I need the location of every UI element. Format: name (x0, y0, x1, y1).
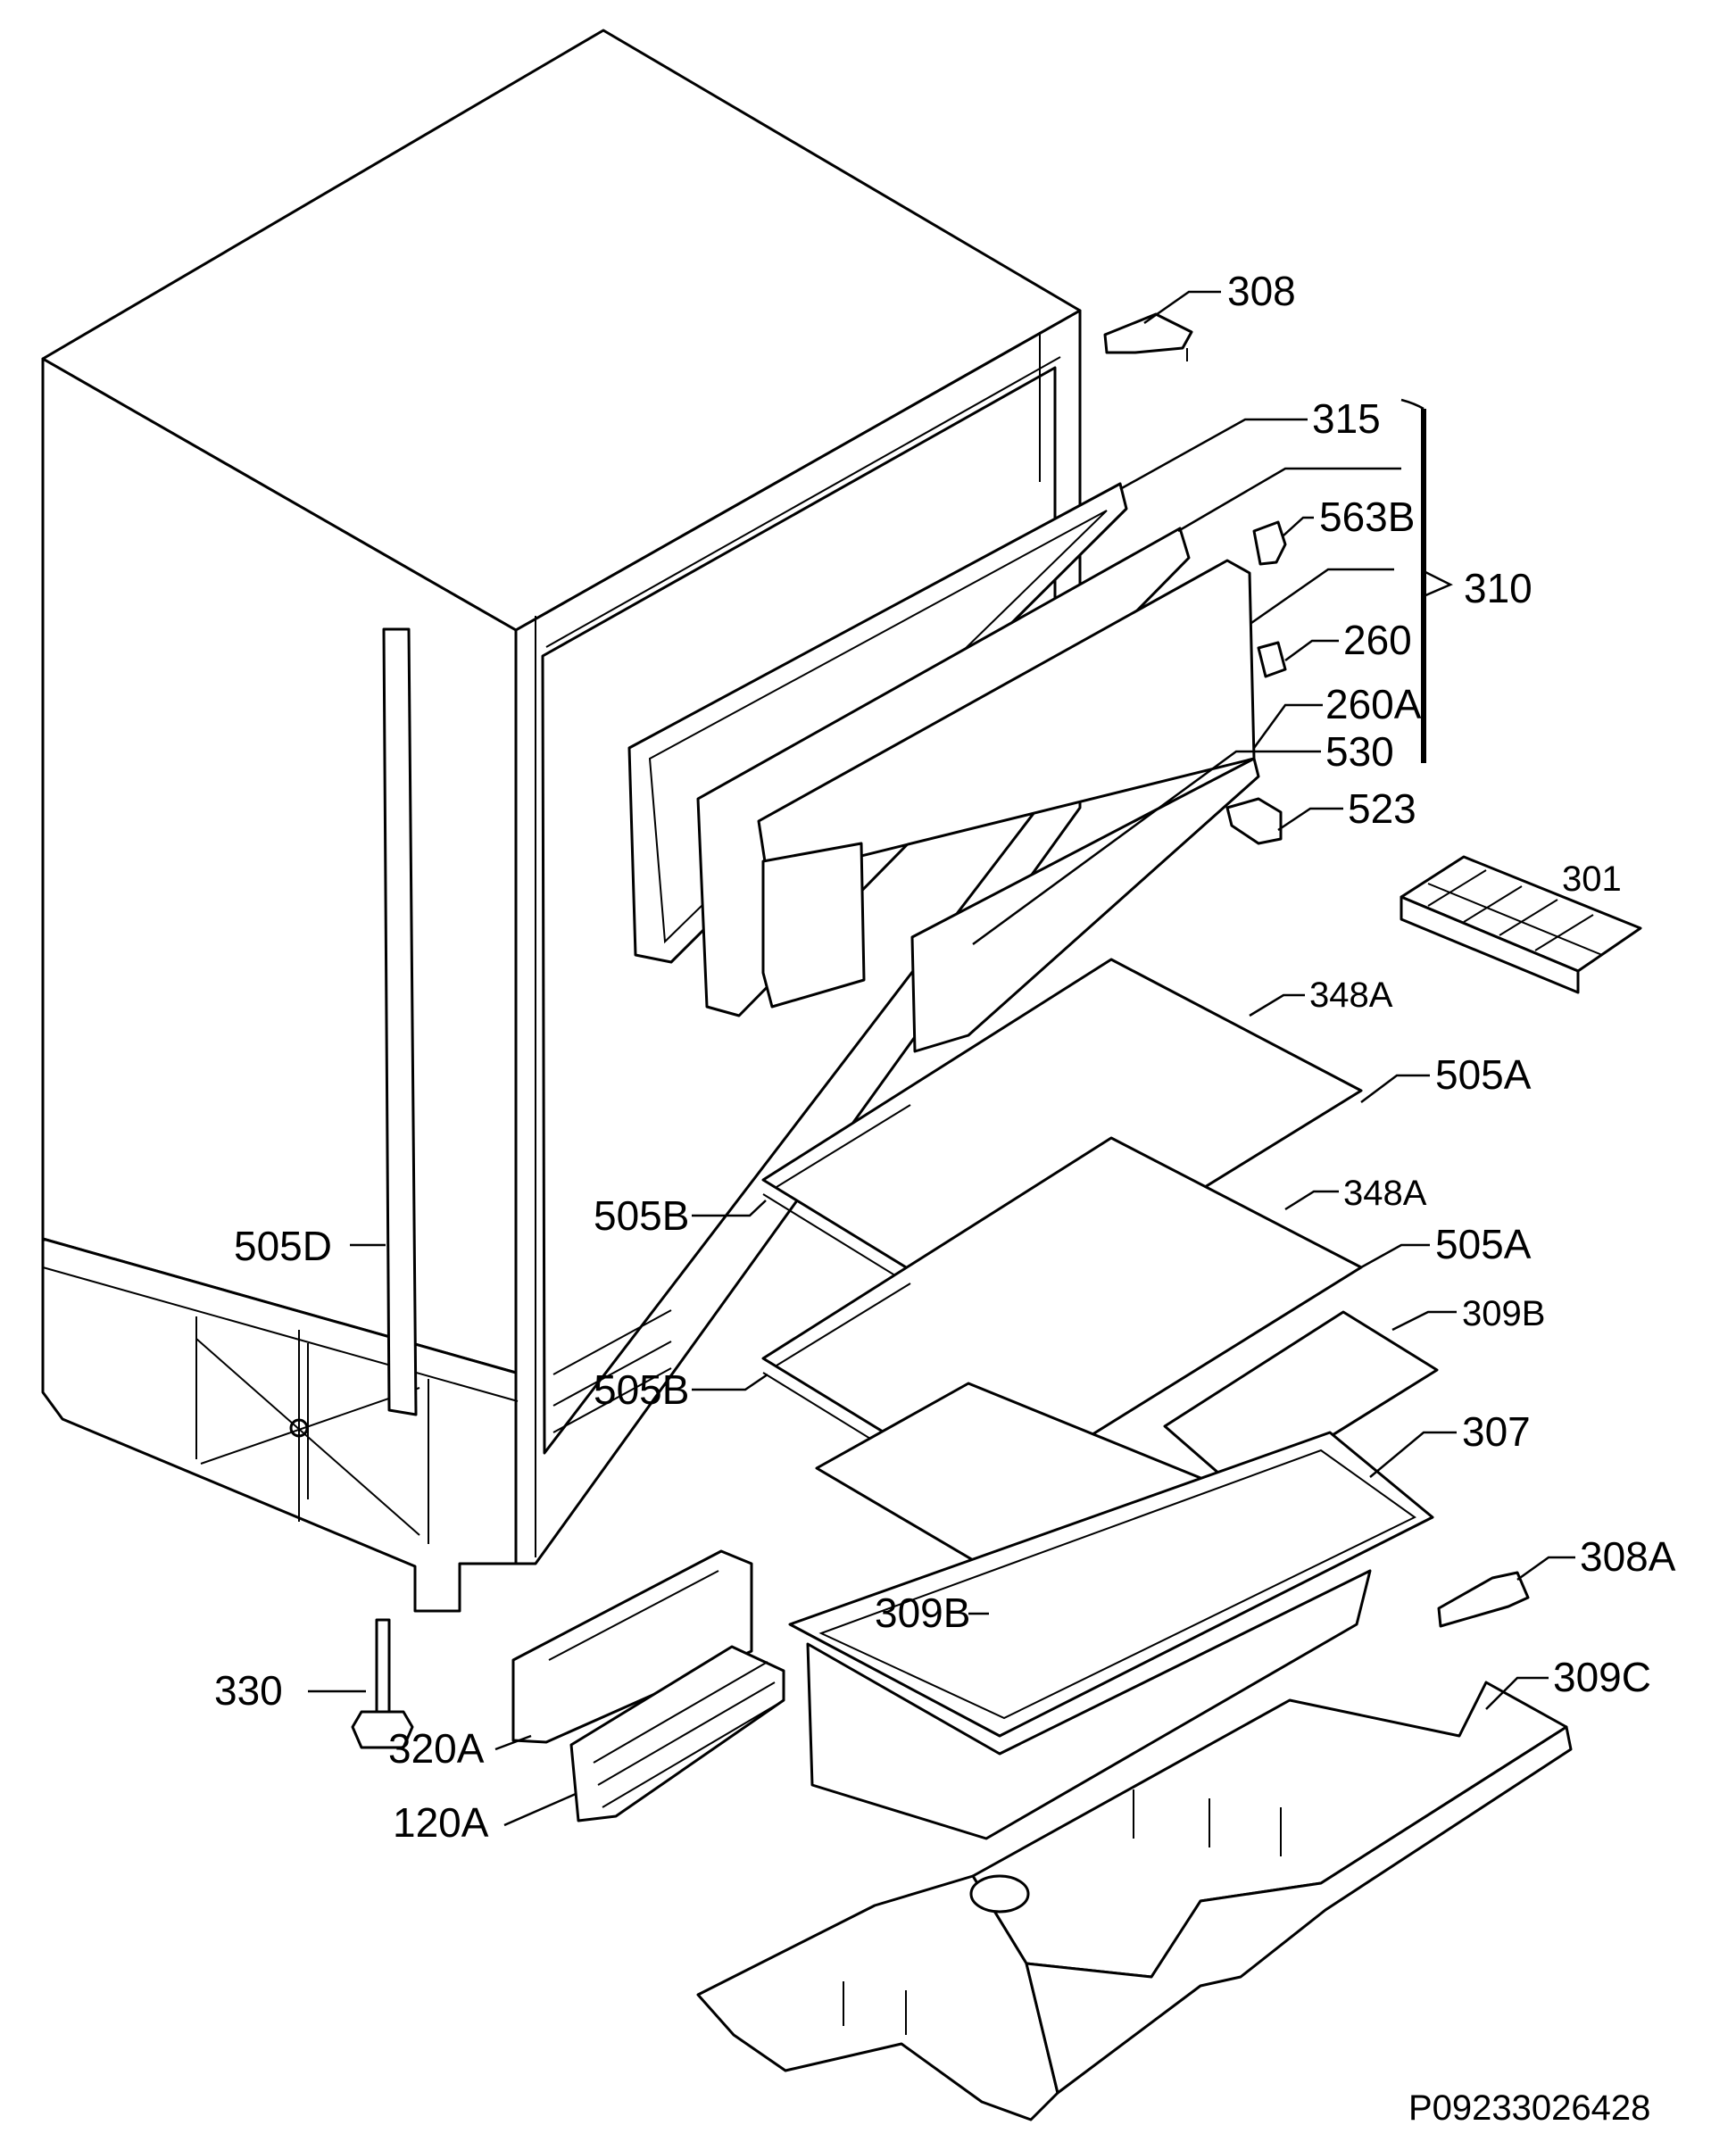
leader-348a-2 (1284, 1190, 1339, 1211)
grille-120a-mesh-1 (593, 1661, 768, 1764)
label-523: 523 (1348, 785, 1416, 832)
drawer-inner (818, 1449, 1416, 1720)
leader-260a (1252, 703, 1323, 749)
label-505b-2: 505B (594, 1366, 689, 1413)
bracket-310-top (1400, 398, 1425, 411)
left-parts (351, 1549, 1530, 1822)
ice-tray-divider-3 (1463, 885, 1523, 923)
clip-563b (1252, 520, 1287, 566)
foot-330-base (351, 1710, 414, 1749)
label-348a-2: 348A (1343, 1174, 1427, 1213)
tray-309c-right (1025, 1725, 1573, 2095)
label-505a-2: 505A (1435, 1221, 1532, 1267)
leader-309c (1485, 1676, 1549, 1710)
drawing-code: P09233026428 (1408, 2088, 1650, 2128)
label-120a: 120A (393, 1799, 489, 1846)
leader-lines (308, 290, 1575, 1827)
ice-tray-divider-4 (1499, 899, 1558, 936)
label-309c: 309C (1553, 1654, 1651, 1700)
label-308a: 308A (1580, 1533, 1676, 1580)
cabinet-inner-top (545, 356, 1061, 648)
label-505a-1: 505A (1435, 1051, 1532, 1098)
leader-530 (972, 750, 1321, 946)
door-assembly (627, 312, 1287, 1053)
bottom-tray-309c (696, 1681, 1573, 2121)
tray-309c-left (696, 1874, 1059, 2121)
label-563b: 563B (1319, 494, 1415, 540)
interior-rail-1 (552, 1309, 672, 1375)
label-505b-1: 505B (594, 1192, 689, 1239)
shelves (761, 958, 1439, 1604)
catch-260 (1257, 641, 1287, 678)
leader-310 (1250, 568, 1394, 625)
ice-tray-front (1400, 895, 1580, 994)
ice-tray-301 (1400, 855, 1642, 994)
leader-307 (1369, 1431, 1457, 1478)
tray-309c-drain (969, 1874, 1030, 1914)
shelf-rail-505b-upper (776, 1104, 911, 1188)
leader-320a (494, 1734, 532, 1751)
leader-260 (1284, 639, 1339, 662)
plinth-spoke-1 (195, 1338, 420, 1536)
interior-rail-3 (552, 1367, 672, 1433)
plinth-spoke-2 (200, 1387, 420, 1465)
leader-505a-1 (1360, 1074, 1430, 1103)
assembly-bracket-310 (1400, 398, 1453, 763)
grille-120a-mesh-3 (602, 1704, 777, 1808)
label-320a: 320A (388, 1725, 485, 1772)
label-348a-1: 348A (1309, 976, 1393, 1015)
leader-505a-2 (1360, 1243, 1430, 1269)
ice-tray-divider-5 (1534, 914, 1594, 951)
label-309b-2: 309B (875, 1590, 970, 1636)
housing-320a-line (548, 1570, 719, 1661)
shelf-rail-505b-lower (776, 1283, 911, 1366)
foot-330-screw (375, 1618, 391, 1715)
cabinet-plinth (41, 1237, 518, 1613)
leader-120a (503, 1792, 577, 1827)
leader-563b (1283, 516, 1314, 536)
door-lower-handle (761, 842, 866, 1009)
ice-tray-divider-2 (1427, 869, 1487, 907)
label-330: 330 (214, 1667, 283, 1714)
grille-120a (569, 1645, 785, 1822)
drawer-body (806, 1569, 1372, 1840)
interior-rail-2 (552, 1341, 672, 1407)
leader-315 (1119, 418, 1308, 491)
crisper-cover-309b-right (1163, 1310, 1439, 1494)
label-260: 260 (1343, 617, 1412, 663)
latch-523 (1225, 797, 1283, 845)
label-308: 308 (1227, 268, 1296, 314)
leader-308 (1143, 290, 1221, 325)
label-505d: 505D (234, 1223, 332, 1269)
housing-320a (511, 1549, 753, 1744)
label-310: 310 (1464, 565, 1532, 611)
hinge-308a (1437, 1571, 1530, 1628)
door-seal-strip-505d (382, 627, 418, 1416)
label-307: 307 (1462, 1408, 1531, 1455)
crisper-drawer-307 (788, 1431, 1434, 1840)
label-530: 530 (1325, 728, 1394, 775)
label-315: 315 (1312, 395, 1381, 442)
part-labels: 308 315 563B 310 260 260A 530 523 301 34… (214, 268, 1676, 2128)
bracket-310-tip (1423, 569, 1453, 598)
drawer-rim (788, 1431, 1434, 1738)
grille-120a-mesh-2 (597, 1681, 776, 1786)
leader-505b-2 (692, 1373, 768, 1391)
leader-315b (1177, 467, 1401, 533)
ice-tray-divider-1 (1427, 883, 1603, 956)
leader-505b-1 (692, 1200, 767, 1217)
leader-309b-1 (1391, 1310, 1457, 1332)
leader-308a (1516, 1556, 1575, 1582)
label-301: 301 (1562, 859, 1622, 899)
label-260a: 260A (1325, 681, 1422, 727)
leader-348a-1 (1249, 993, 1305, 1017)
leader-523 (1277, 807, 1343, 832)
door-lower-rail (910, 757, 1260, 1053)
plinth-line-1 (42, 1266, 519, 1402)
label-309b-1: 309B (1462, 1294, 1545, 1333)
